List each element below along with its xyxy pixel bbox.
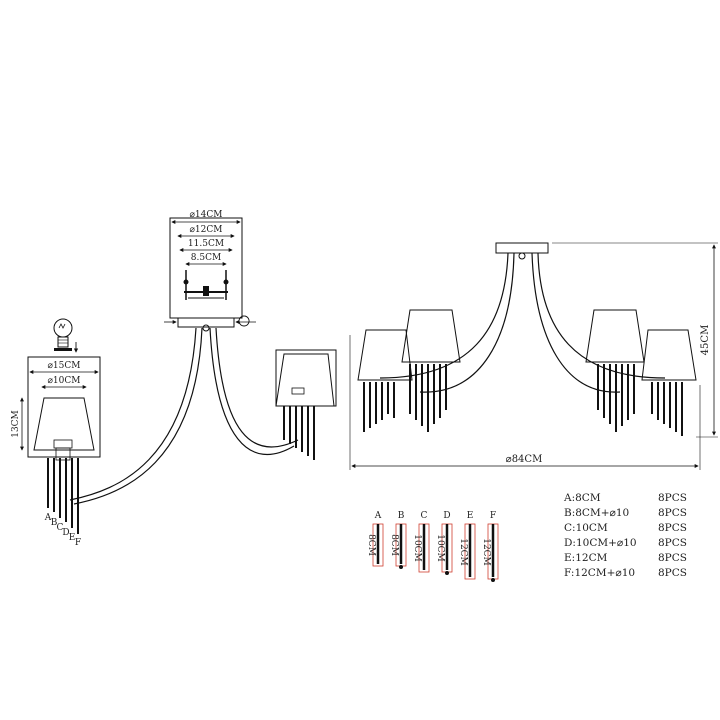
arm-left-inner — [73, 327, 203, 505]
bulb-icon — [53, 318, 79, 353]
front-crystals-1 — [363, 382, 395, 432]
mounting-bracket — [183, 270, 229, 300]
sample-length-b: 8CM — [389, 534, 399, 556]
sample-letter-e: E — [467, 511, 474, 521]
front-arm-right-inner — [531, 252, 621, 393]
front-shade-1 — [357, 329, 413, 381]
parts-qty-d: 8PCS — [658, 537, 687, 549]
right-crystal-rods — [283, 406, 315, 460]
front-crystals-4 — [651, 382, 683, 436]
parts-qty-c: 8PCS — [658, 522, 687, 534]
right-shade-frame — [275, 349, 337, 407]
rod-letter-f: F — [75, 538, 81, 548]
parts-spec-f: F:12CM+⌀10 — [564, 567, 635, 579]
parts-qty-e: 8PCS — [658, 552, 687, 564]
left-socket-cup — [55, 447, 71, 461]
arm-right-inner — [215, 327, 299, 448]
sample-length-c: 10CM — [412, 534, 422, 562]
left-shade — [33, 397, 95, 451]
parts-spec-b: B:8CM+⌀10 — [564, 507, 629, 519]
overall-height-label: 45CM — [700, 325, 711, 356]
rod-letter-d: D — [62, 528, 69, 538]
parts-qty-a: 8PCS — [658, 492, 687, 504]
rod-letter-a: A — [44, 513, 52, 523]
front-canopy — [495, 242, 549, 254]
shade-bottom-diameter-label: ⌀10CM — [48, 376, 81, 386]
parts-spec-e: E:12CM — [564, 552, 608, 564]
left-lamp-holder — [53, 439, 73, 449]
sample-letter-a: A — [374, 511, 382, 521]
canopy-span-inner-label: 8.5CM — [191, 253, 221, 263]
sample-letter-b: B — [398, 511, 405, 521]
shade-top-diameter-label: ⌀15CM — [48, 361, 81, 371]
front-shade-3 — [585, 309, 645, 363]
parts-qty-b: 8PCS — [658, 507, 687, 519]
right-lamp-holder — [291, 387, 305, 395]
sample-length-a: 8CM — [366, 534, 376, 556]
arm-right-outer — [209, 327, 295, 456]
shade-dimension-frame — [27, 356, 101, 458]
canopy-inner-diameter-label: ⌀12CM — [190, 225, 223, 235]
canopy-plate — [177, 317, 235, 328]
rod-letter-b: B — [51, 518, 58, 528]
sample-bead-d — [445, 571, 449, 575]
sample-bead-b — [399, 565, 403, 569]
front-crystals-3 — [597, 364, 635, 432]
parts-spec-a: A:8CM — [563, 492, 601, 504]
front-arm-left-outer — [379, 252, 509, 379]
canopy-screw — [202, 324, 210, 332]
sample-length-d: 10CM — [435, 534, 445, 562]
parts-list: A:8CM 8PCS B:8CM+⌀10 8PCS C:10CM 8PCS D:… — [563, 492, 687, 579]
sample-length-e: 12CM — [458, 538, 468, 566]
shade-height-label: 13CM — [11, 410, 21, 438]
parts-spec-c: C:10CM — [564, 522, 608, 534]
front-crystals-2 — [409, 364, 447, 432]
arm-left-outer — [69, 327, 197, 501]
sample-length-f: 12CM — [481, 538, 491, 566]
sample-letter-f: F — [490, 511, 496, 521]
sample-bead-f — [491, 578, 495, 582]
left-crystal-rods — [47, 458, 79, 534]
rod-letter-e: E — [69, 533, 76, 543]
parts-spec-d: D:10CM+⌀10 — [564, 537, 637, 549]
front-shade-2 — [401, 309, 461, 363]
right-shade — [275, 353, 335, 407]
front-view: 45CM ⌀84CM — [349, 242, 718, 470]
side-view: ⌀14CM ⌀12CM 11.5CM 8.5CM — [11, 210, 337, 548]
crystal-samples: A 8CM B 8CM C 10CM D 10CM E 12CM F 12CM — [366, 511, 499, 582]
front-canopy-screw — [518, 252, 526, 260]
overall-width-label: ⌀84CM — [506, 454, 543, 465]
front-shade-4 — [641, 329, 697, 381]
rotate-icon — [238, 315, 250, 327]
rod-letter-c: C — [57, 523, 64, 533]
sample-letter-c: C — [421, 511, 428, 521]
front-arm-right-outer — [537, 252, 666, 379]
sample-letter-d: D — [443, 511, 450, 521]
parts-qty-f: 8PCS — [658, 567, 687, 579]
canopy-span-outer-label: 11.5CM — [188, 239, 224, 249]
canopy-outer-diameter-label: ⌀14CM — [190, 210, 223, 220]
